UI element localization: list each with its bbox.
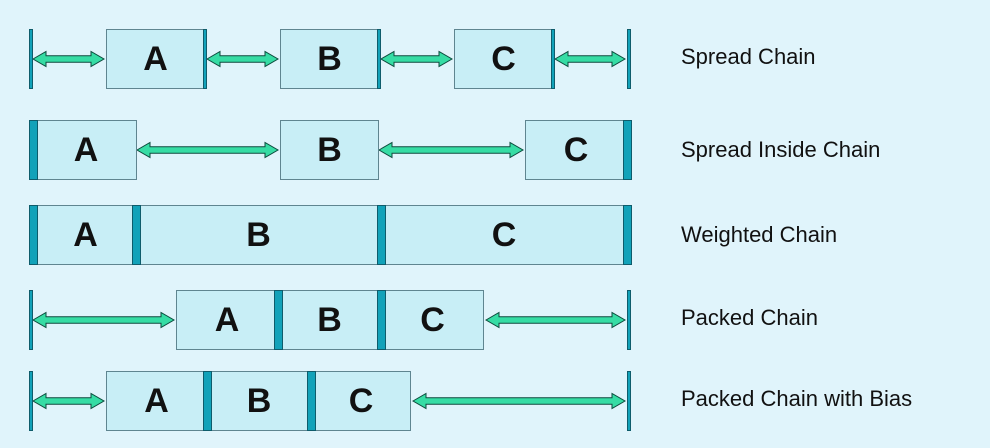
chain-row-4-box-c: C [381,290,484,350]
chain-row-2-edge-bar-1 [29,120,38,180]
chain-row-5-edge-bar-3 [307,371,316,431]
chain-row-5-box-c: C [311,371,411,431]
chain-row-4-box-a: A [176,290,278,350]
chain-row-5-arrow-1-shape [31,392,106,410]
chain-row-4-box-b: B [278,290,381,350]
chain-row-3-edge-bar-1 [29,205,38,265]
chain-row-2-arrow-1-shape [135,141,280,159]
chain-row-2-box-a: A [35,120,137,180]
chain-row-5-arrow-2-shape [411,392,627,410]
chain-row-2-box-c: C [525,120,627,180]
chain-row-2-label: Spread Inside Chain [681,137,881,162]
chain-row-1-box-a: A [106,29,205,89]
chain-row-5-box-a: A [106,371,207,431]
chain-row-4-arrow-2-shape [484,311,627,329]
chain-row-4-edge-bar-2 [274,290,283,350]
chain-row-5-edge-bar-2 [203,371,212,431]
chain-row-4-arrow-1-shape [31,311,176,329]
chain-row-1-arrow-1-shape [31,50,106,68]
chain-row-1-box-c: C [454,29,553,89]
chain-row-4-edge-bar-4 [627,290,631,350]
chain-row-3-label: Weighted Chain [681,222,838,247]
chain-row-1-arrow-4 [553,50,627,68]
chain-row-1-edge-bar-1 [29,29,33,89]
chain-row-1-edge-bar-5 [627,29,631,89]
chain-row-5-arrow-2 [411,392,627,410]
chain-row-4-edge-bar-1 [29,290,33,350]
chain-row-5-box-b: B [207,371,311,431]
chain-row-2-arrow-2 [377,141,525,159]
chain-row-3-box-c: C [381,205,627,265]
chain-row-2-arrow-2-shape [377,141,525,159]
chain-row-3-edge-bar-4 [623,205,632,265]
chain-row-1-arrow-2-shape [205,50,280,68]
chain-row-1-edge-bar-2 [203,29,207,89]
chain-row-4-label: Packed Chain [681,305,818,330]
chain-row-4-arrow-1 [31,311,176,329]
chain-row-1-arrow-3-shape [379,50,454,68]
chain-row-1-arrow-1 [31,50,106,68]
chain-row-1-label: Spread Chain [681,44,816,69]
chain-row-3-edge-bar-3 [377,205,386,265]
chain-row-1-box-b: B [280,29,379,89]
chain-row-5-arrow-1 [31,392,106,410]
chain-row-3-box-b: B [136,205,381,265]
chain-row-5-label: Packed Chain with Bias [681,386,913,411]
chain-row-1-edge-bar-3 [377,29,381,89]
chain-row-3-edge-bar-2 [132,205,141,265]
chain-row-2-box-b: B [280,120,379,180]
chain-row-1-arrow-2 [205,50,280,68]
chain-row-5-edge-bar-4 [627,371,631,431]
chain-row-2-arrow-1 [135,141,280,159]
chain-row-4-arrow-2 [484,311,627,329]
chain-row-1-arrow-3 [379,50,454,68]
chain-row-4-edge-bar-3 [377,290,386,350]
chain-row-3-box-a: A [35,205,136,265]
chain-row-2-edge-bar-2 [623,120,632,180]
chain-row-1-arrow-4-shape [553,50,627,68]
chain-row-5-edge-bar-1 [29,371,33,431]
chain-row-1-edge-bar-4 [551,29,555,89]
